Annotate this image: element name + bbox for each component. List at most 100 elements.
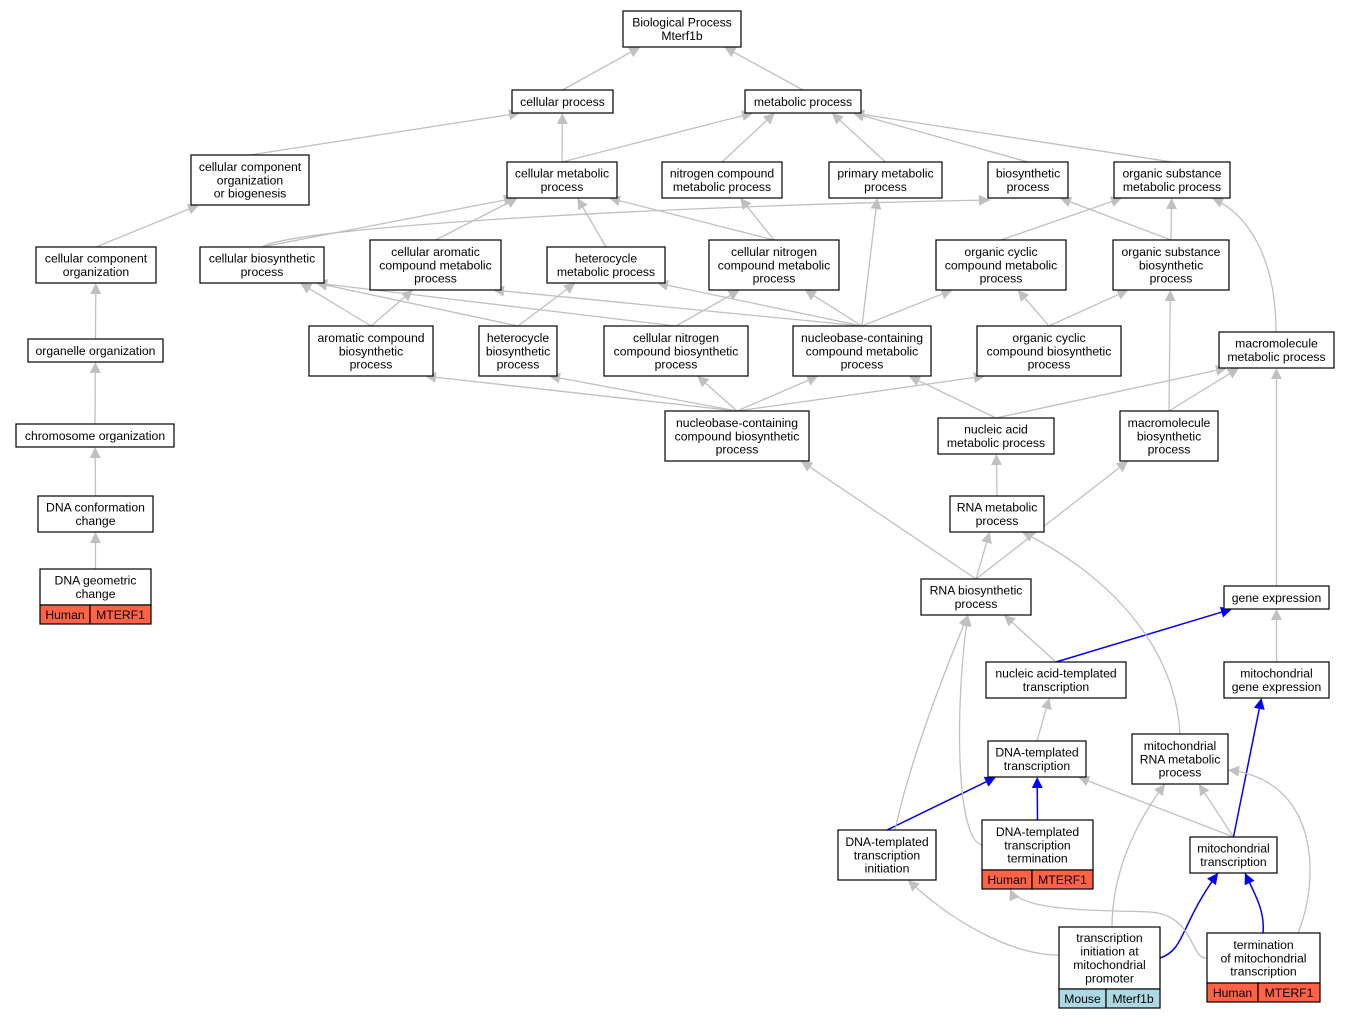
node-label-line: process bbox=[350, 358, 393, 372]
node-label-line: process bbox=[976, 514, 1019, 528]
node-organelle-organization[interactable]: organelle organization bbox=[27, 338, 164, 363]
node-dna-templated-termination[interactable]: DNA-templatedtranscriptionterminationHum… bbox=[981, 819, 1094, 890]
edge-organic_substance_metabolic-to-metabolic_process bbox=[863, 114, 1173, 163]
node-label-line: organization bbox=[217, 173, 283, 187]
gene-cell bbox=[1031, 869, 1094, 890]
arrowhead bbox=[505, 198, 518, 208]
arrowhead bbox=[960, 615, 972, 627]
node-box bbox=[1058, 926, 1161, 990]
node-label-line: nucleobase-containing bbox=[801, 331, 923, 345]
node-label-line: organic substance bbox=[1123, 167, 1222, 181]
node-label-line: cellular aromatic bbox=[391, 245, 480, 259]
node-label-line: heterocycle bbox=[575, 252, 638, 266]
arrowhead bbox=[908, 880, 920, 892]
node-label-line: metabolic process bbox=[754, 95, 852, 109]
node-metabolic-process[interactable]: metabolic process bbox=[744, 89, 862, 114]
node-label-line: biosynthetic bbox=[1137, 429, 1201, 443]
species-label: Mouse bbox=[1064, 992, 1101, 1006]
node-box bbox=[1189, 836, 1278, 874]
node-box bbox=[976, 325, 1122, 377]
node-box bbox=[837, 829, 937, 881]
node-label-line: RNA metabolic bbox=[957, 501, 1038, 515]
node-box bbox=[511, 89, 614, 114]
node-cellular-process[interactable]: cellular process bbox=[511, 89, 614, 114]
node-label-line: process bbox=[980, 272, 1023, 286]
arrowhead bbox=[940, 288, 953, 300]
arrowhead bbox=[90, 532, 101, 543]
node-gene-expression[interactable]: gene expression bbox=[1223, 585, 1330, 610]
edge-nucleic_acid_metabolic-to-nucleobase_metabolic bbox=[918, 380, 997, 419]
arrowhead bbox=[1004, 615, 1016, 627]
arrowhead bbox=[853, 109, 865, 121]
gene-cell bbox=[1105, 988, 1161, 1009]
node-label-line: process bbox=[541, 180, 584, 194]
node-label-line: biosynthetic bbox=[1139, 258, 1203, 272]
node-label-line: DNA-templated bbox=[996, 825, 1079, 839]
edge-nucleic_templated_transcription-to-rna_biosynthetic bbox=[1011, 621, 1057, 663]
node-chromosome-organization[interactable]: chromosome organization bbox=[15, 423, 175, 448]
node-label-line: DNA-templated bbox=[845, 835, 928, 849]
edge-nucleobase_biosynthetic-to-organic_cyclic_biosynthetic bbox=[736, 376, 975, 412]
node-label-line: transcription bbox=[1004, 759, 1070, 773]
node-label-line: compound metabolic bbox=[806, 344, 918, 358]
gene-label: MTERF1 bbox=[1265, 986, 1314, 1000]
node-label-line: transcription bbox=[854, 848, 920, 862]
edge-dna_templated_initiation-to-rna_biosynthetic bbox=[894, 614, 969, 831]
node-box bbox=[664, 410, 810, 462]
arrowhead bbox=[1165, 198, 1177, 210]
arrowhead bbox=[973, 372, 985, 383]
edge-cellular_nitrogen_metabolic-to-cellular_metabolic_process bbox=[619, 200, 775, 241]
arrowhead bbox=[300, 283, 313, 294]
arrowhead bbox=[1060, 196, 1073, 208]
edge-cellular_process-to-bp bbox=[562, 51, 631, 91]
arrowhead bbox=[627, 47, 641, 58]
node-label-line: cellular component bbox=[45, 252, 148, 266]
node-label-line: Mterf1b bbox=[661, 29, 703, 43]
edge-transcription_init_mito-to-dna_templated_initiation bbox=[907, 879, 1060, 956]
node-box bbox=[15, 423, 175, 448]
arrowhead bbox=[991, 454, 1003, 466]
node-label-line: organelle organization bbox=[36, 344, 156, 358]
edge-termination_mito-to-mito_rna_metabolic bbox=[1227, 769, 1311, 934]
node-label-line: process bbox=[1148, 443, 1191, 457]
node-label-line: macromolecule bbox=[1128, 416, 1211, 430]
edge-cellular_biosynthetic-to-cellular_metabolic_process bbox=[261, 199, 505, 248]
arrowhead bbox=[870, 198, 882, 210]
